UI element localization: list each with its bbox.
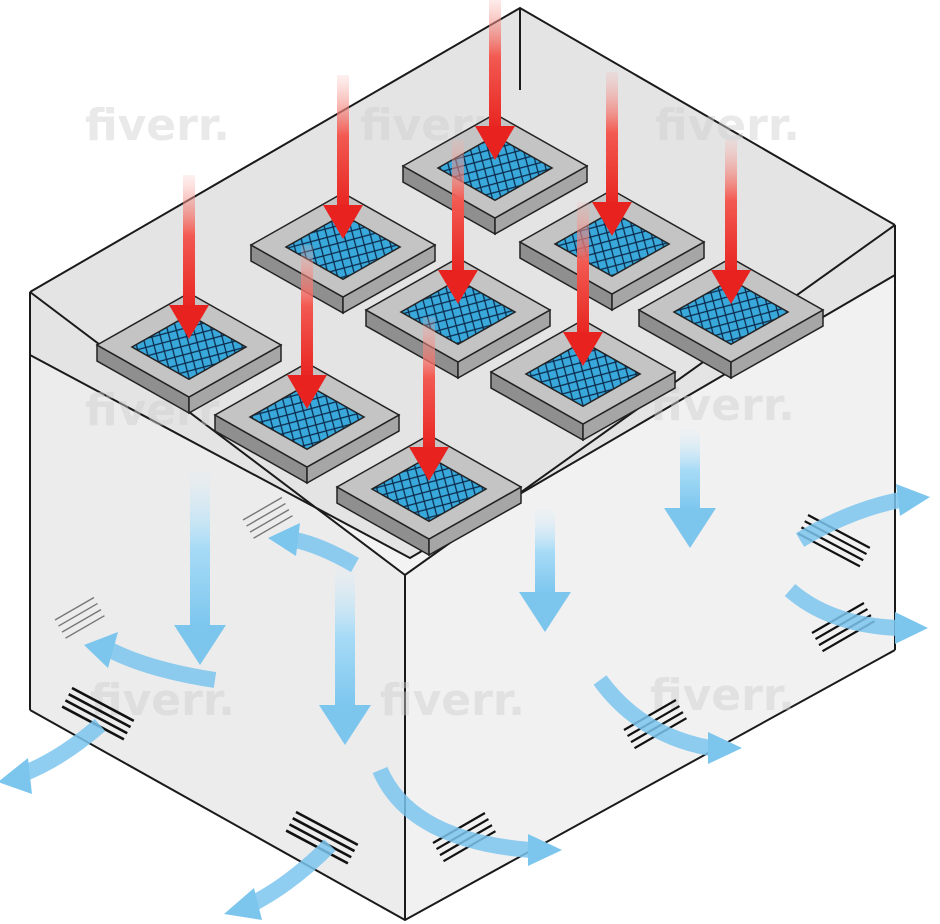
down-arrow-icon [711, 140, 751, 304]
down-arrow-icon [563, 202, 603, 366]
curved-arrow-icon [795, 484, 930, 547]
down-arrow-icon [519, 510, 571, 632]
hepa-filter-unit-icon [335, 434, 523, 557]
watermark-text: fiverr. [85, 100, 230, 151]
curved-arrow-icon [784, 583, 928, 644]
curved-arrow-icon [593, 675, 742, 764]
down-arrow-icon [169, 175, 209, 339]
outflow-arrows-inner [84, 430, 930, 764]
down-arrow-icon [409, 317, 449, 481]
vent-slot-icon [54, 596, 105, 639]
down-arrow-icon [287, 245, 327, 409]
hepa-filter-unit-icon [401, 113, 589, 236]
watermark-text: fiverr. [380, 675, 525, 726]
filter-grid [95, 113, 825, 557]
down-arrow-icon [592, 72, 632, 236]
curved-arrow-icon [372, 766, 562, 866]
watermark-text: fiverr. [650, 670, 795, 721]
hepa-filter-unit-icon [213, 362, 401, 485]
hepa-filter-unit-icon [364, 257, 552, 380]
hepa-filter-unit-icon [489, 319, 677, 442]
down-arrow-icon [438, 140, 478, 304]
hepa-filter-unit-icon [637, 257, 825, 380]
down-arrow-icon [174, 470, 226, 665]
box-left-face [30, 292, 405, 920]
vent-slot-icon [242, 496, 293, 539]
curved-arrow-icon [0, 718, 106, 794]
inflow-arrows [169, 0, 751, 481]
down-arrow-icon [664, 430, 716, 548]
hepa-filter-unit-icon [95, 292, 283, 415]
box-right-face [405, 225, 895, 920]
curved-arrow-icon [84, 632, 217, 688]
down-arrow-icon [319, 565, 371, 745]
hepa-filter-unit-icon [249, 192, 437, 315]
down-arrow-icon [323, 75, 363, 239]
outflow-arrows-outer [0, 718, 562, 920]
curved-arrow-icon [268, 523, 359, 572]
curved-arrow-icon [224, 839, 336, 920]
hepa-filter-unit-icon [518, 189, 706, 312]
down-arrow-icon [475, 0, 515, 160]
